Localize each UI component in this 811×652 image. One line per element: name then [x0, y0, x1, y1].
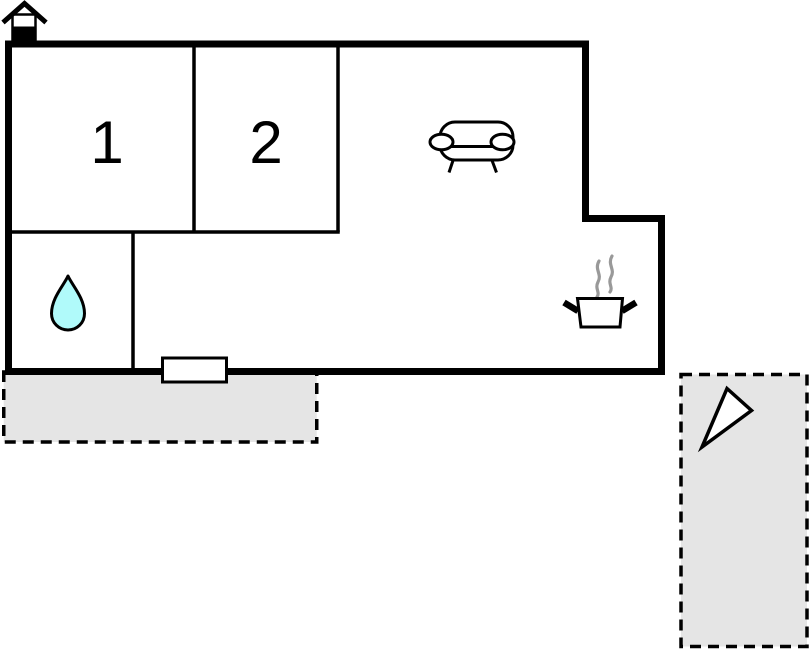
house-body-fill	[12, 26, 36, 40]
steam-line-left	[595, 259, 601, 299]
walls	[5, 40, 665, 375]
steam-icon	[595, 254, 614, 299]
pot-body	[575, 297, 625, 329]
house-roof	[1, 0, 48, 25]
direction-arrow-icon	[697, 385, 755, 453]
pot-handle-right	[620, 299, 638, 314]
steam-line-right	[608, 254, 614, 294]
house-icon	[1, 0, 48, 41]
sofa-armrest-left	[428, 132, 455, 152]
room-1-label: 1	[90, 109, 123, 176]
pot-handle-left	[562, 299, 580, 314]
sofa-leg-right	[490, 158, 498, 174]
window-marker	[161, 356, 228, 384]
room-2-label: 2	[249, 109, 282, 176]
terrace-right-area	[679, 372, 809, 649]
water-drop-icon	[50, 274, 86, 332]
outdoor-areas	[2, 370, 809, 649]
outer-wall	[5, 40, 665, 375]
cooking-pot-icon	[562, 254, 638, 329]
sofa-icon	[428, 120, 516, 174]
sofa-armrest-right	[489, 132, 516, 152]
sofa-leg-left	[447, 158, 455, 173]
terrace-left-area	[2, 370, 319, 444]
